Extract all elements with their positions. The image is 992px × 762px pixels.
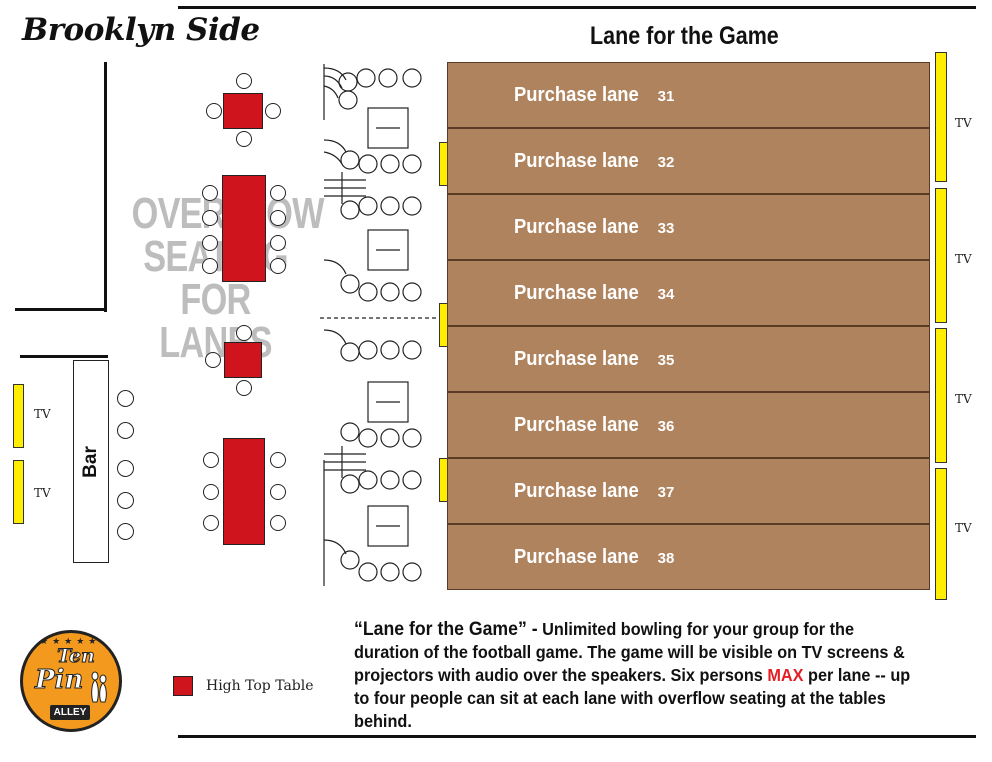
- chair: [270, 235, 286, 251]
- high-top-table: [223, 93, 263, 129]
- chair: [203, 484, 219, 500]
- chair: [202, 235, 218, 251]
- bar-stool: [117, 492, 134, 509]
- bar-stool: [117, 523, 134, 540]
- chair: [202, 210, 218, 226]
- tv-label: TV: [34, 407, 51, 421]
- promo-max: MAX: [767, 665, 804, 685]
- lane-37[interactable]: Purchase lane 37: [447, 458, 930, 524]
- bar-wall: [20, 355, 108, 358]
- lane-number: 37: [657, 484, 675, 501]
- logo-text-middle: Pin: [34, 665, 84, 696]
- logo-text-top: Ten: [57, 645, 96, 668]
- logo-text-bottom: ALLEY: [50, 705, 90, 720]
- top-divider: [178, 6, 976, 9]
- chair: [236, 131, 252, 147]
- chair: [270, 452, 286, 468]
- chair: [236, 73, 252, 89]
- bar-stool: [117, 422, 134, 439]
- lane-label: Purchase lane: [514, 479, 639, 502]
- chair: [270, 210, 286, 226]
- lane-number: 34: [657, 286, 675, 303]
- tv-label: TV: [955, 252, 972, 266]
- tv-screen: [13, 460, 24, 524]
- lane-number: 33: [657, 220, 675, 237]
- lane-text: Purchase lane 33: [514, 195, 674, 259]
- tv-label: TV: [955, 392, 972, 406]
- promo-text-1: Unlimited bowling for your group for the…: [354, 619, 905, 685]
- lane-number: 36: [657, 418, 675, 435]
- chair: [206, 103, 222, 119]
- tv-screen: [935, 468, 947, 600]
- tv-label: TV: [955, 116, 972, 130]
- lane-text: Purchase lane 34: [514, 261, 674, 325]
- lane-33[interactable]: Purchase lane 33: [447, 194, 930, 260]
- page-title: Brooklyn Side: [22, 12, 260, 48]
- lane-38[interactable]: Purchase lane 38: [447, 524, 930, 590]
- overflow-line-3: FOR: [180, 275, 251, 324]
- lane-text: Purchase lane 37: [514, 459, 674, 523]
- lanes-header: Lane for the Game: [590, 22, 779, 50]
- bottom-divider: [178, 735, 976, 738]
- promo-lead: “Lane for the Game” -: [354, 619, 538, 640]
- chair: [270, 515, 286, 531]
- chair: [236, 325, 252, 341]
- chair: [236, 380, 252, 396]
- tv-screen: [935, 52, 947, 182]
- tv-label: TV: [34, 486, 51, 500]
- lane-34[interactable]: Purchase lane 34: [447, 260, 930, 326]
- lane-text: Purchase lane 36: [514, 393, 674, 457]
- lane-number: 32: [657, 154, 675, 171]
- wall-horizontal: [15, 308, 107, 311]
- chair: [202, 185, 218, 201]
- bar-counter: [73, 360, 109, 563]
- lane-text: Purchase lane 38: [514, 525, 674, 589]
- chair: [270, 258, 286, 274]
- lane-text: Purchase lane 31: [514, 63, 674, 127]
- lane-number: 35: [657, 352, 675, 369]
- bar-stool: [117, 390, 134, 407]
- tv-screen: [935, 188, 947, 323]
- lane-35[interactable]: Purchase lane 35: [447, 326, 930, 392]
- high-top-table: [224, 342, 262, 378]
- tv-label: TV: [955, 521, 972, 535]
- lane-seating-area: [320, 64, 448, 586]
- lane-label: Purchase lane: [514, 347, 639, 370]
- bar-label: Bar: [80, 445, 101, 478]
- high-top-table: [223, 438, 265, 545]
- lane-text: Purchase lane 35: [514, 327, 674, 391]
- lane-number: 31: [657, 88, 675, 105]
- wall-vertical: [104, 62, 107, 312]
- lane-label: Purchase lane: [514, 281, 639, 304]
- promo-text-2: per lane -- up to four people can sit at…: [354, 665, 911, 731]
- lane-36[interactable]: Purchase lane 36: [447, 392, 930, 458]
- lane-31[interactable]: Purchase lane 31: [447, 62, 930, 128]
- tv-screen: [13, 384, 24, 448]
- legend-swatch: [173, 676, 193, 696]
- bar-label-wrap: Bar: [73, 360, 109, 563]
- lane-32[interactable]: Purchase lane 32: [447, 128, 930, 194]
- bar-stool: [117, 460, 134, 477]
- lane-text: Purchase lane 32: [514, 129, 674, 193]
- chair: [203, 515, 219, 531]
- chair: [202, 258, 218, 274]
- logo-stars: ★★★★★: [40, 636, 101, 646]
- lane-label: Purchase lane: [514, 545, 639, 568]
- high-top-table: [222, 175, 266, 282]
- chair: [203, 452, 219, 468]
- chair: [265, 103, 281, 119]
- tv-screen: [935, 328, 947, 463]
- lane-number: 38: [657, 550, 675, 567]
- bowling-pins-icon: [91, 671, 107, 703]
- chair: [205, 352, 221, 368]
- chair: [270, 185, 286, 201]
- lane-label: Purchase lane: [514, 149, 639, 172]
- chair: [270, 484, 286, 500]
- lane-label: Purchase lane: [514, 83, 639, 106]
- lane-label: Purchase lane: [514, 215, 639, 238]
- legend-label: High Top Table: [206, 678, 314, 694]
- lane-label: Purchase lane: [514, 413, 639, 436]
- promo-description: “Lane for the Game” - Unlimited bowling …: [354, 618, 921, 733]
